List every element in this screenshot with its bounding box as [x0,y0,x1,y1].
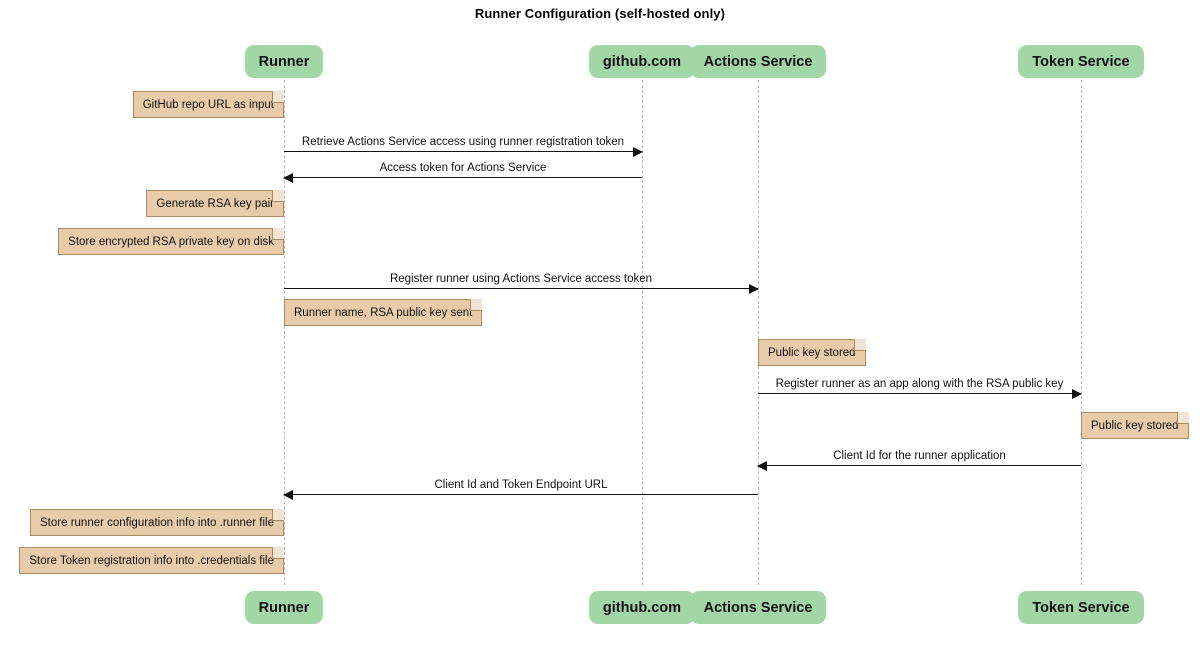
msg-register-runner: Register runner using Actions Service ac… [284,273,759,294]
msg-retrieve-access: Retrieve Actions Service access using ru… [284,136,643,157]
msg-client-id-endpoint: Client Id and Token Endpoint URL [283,479,758,500]
lifeline-token [1081,80,1082,585]
participant-github-bottom[interactable]: github.com [588,591,696,624]
note-text: Public key stored [768,346,856,359]
note-text: Store encrypted RSA private key on disk [68,235,274,248]
note-text: Store runner configuration info into .ru… [40,516,274,529]
participant-label: Actions Service [703,53,813,70]
message-line [284,288,758,289]
note-text: Store Token registration info into .cred… [29,554,274,567]
arrowhead-icon [757,460,767,471]
note-text: Public key stored [1091,419,1179,432]
participant-label: Runner [258,53,310,70]
note-repo-url: GitHub repo URL as input [132,91,284,118]
note-public-key-stored-actions: Public key stored [758,339,866,366]
participant-token-top[interactable]: Token Service [1018,45,1144,78]
participant-github-top[interactable]: github.com [588,45,696,78]
participant-actions-top[interactable]: Actions Service [689,45,827,78]
note-fold-corner-icon [272,228,284,240]
message-label: Client Id and Token Endpoint URL [434,479,608,491]
message-label: Register runner as an app along with the… [775,378,1064,390]
message-line [284,151,642,152]
note-runner-name-pubkey: Runner name, RSA public key sent [284,299,483,326]
note-fold-corner-icon [272,509,284,521]
note-text: GitHub repo URL as input [142,98,274,111]
participant-token-bottom[interactable]: Token Service [1018,591,1144,624]
lifeline-github [642,80,643,585]
note-store-runner-config: Store runner configuration info into .ru… [30,509,284,536]
message-label: Retrieve Actions Service access using ru… [301,136,625,148]
lifeline-actions [758,80,759,585]
note-public-key-stored-token: Public key stored [1081,412,1189,439]
note-generate-rsa: Generate RSA key pair [146,190,284,217]
page-title: Runner Configuration (self-hosted only) [474,6,726,21]
note-fold-corner-icon [853,339,866,351]
note-text: Generate RSA key pair [156,197,274,210]
note-fold-corner-icon [272,547,284,559]
message-line [284,494,758,495]
participant-runner-top[interactable]: Runner [244,45,324,78]
lifeline-runner [284,80,285,585]
participant-label: Token Service [1032,599,1130,616]
participant-label: Runner [258,599,310,616]
arrowhead-icon [283,172,293,183]
arrowhead-icon [1072,388,1082,399]
message-line [758,393,1081,394]
message-line [758,465,1081,466]
msg-access-token: Access token for Actions Service [283,162,642,183]
arrowhead-icon [633,146,643,157]
participant-label: github.com [602,599,682,616]
note-fold-corner-icon [1176,412,1189,424]
note-store-private-key: Store encrypted RSA private key on disk [58,228,284,255]
note-text: Runner name, RSA public key sent [294,306,473,319]
message-label: Register runner using Actions Service ac… [389,273,653,285]
note-store-token-registration: Store Token registration info into .cred… [19,547,284,574]
message-label: Client Id for the runner application [833,450,1006,462]
msg-client-id: Client Id for the runner application [757,450,1081,471]
message-line [284,177,642,178]
arrowhead-icon [749,283,759,294]
participant-label: Actions Service [703,599,813,616]
note-fold-corner-icon [272,91,284,103]
note-fold-corner-icon [470,299,483,311]
participant-label: Token Service [1032,53,1130,70]
participant-runner-bottom[interactable]: Runner [244,591,324,624]
arrowhead-icon [283,489,293,500]
msg-register-app: Register runner as an app along with the… [758,378,1082,399]
participant-label: github.com [602,53,682,70]
note-fold-corner-icon [272,190,284,202]
participant-actions-bottom[interactable]: Actions Service [689,591,827,624]
message-label: Access token for Actions Service [379,162,547,174]
